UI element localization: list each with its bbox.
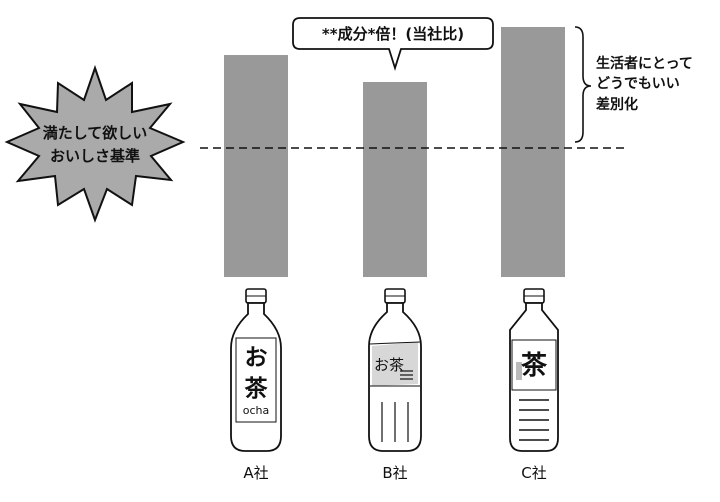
bar-c (501, 27, 565, 277)
company-label-c: C社 (521, 464, 546, 482)
bars (224, 27, 565, 277)
difference-brace: 生活者にとって どうでもいい 差別化 (574, 26, 693, 143)
standard-burst: 満たして欲しい おいしさ基準 (4, 64, 186, 223)
burst-shape (4, 64, 186, 223)
brace-icon (574, 26, 592, 143)
callout-text: **成分*倍！(当社比) (322, 25, 464, 43)
callout-shape (292, 17, 494, 71)
bottle-c-label-accent (516, 362, 522, 380)
brace-label-line2: どうでもいい (596, 76, 680, 92)
brace-label-line1: 生活者にとって (596, 55, 693, 72)
bottle-c-ribs (519, 399, 549, 441)
company-label-b: B社 (382, 464, 407, 482)
burst-label-line1: 満たして欲しい (43, 124, 148, 142)
burst-label-line2: おいしさ基準 (50, 147, 140, 165)
bar-b (363, 82, 427, 277)
bottle-a-text-2: 茶 (245, 376, 269, 402)
bottle-c: 茶 (509, 288, 559, 452)
bar-a (224, 55, 288, 277)
bottle-a-subtext: ocha (243, 404, 270, 417)
brace-label-line3: 差別化 (596, 96, 638, 113)
company-label-a: A社 (243, 464, 268, 482)
callout-bubble: **成分*倍！(当社比) (292, 17, 494, 71)
bottle-a-text-1: お (245, 345, 268, 371)
bottle-b-text: お茶 (374, 356, 404, 374)
bottle-c-text: 茶 (521, 351, 548, 381)
bottle-b: お茶 (368, 288, 422, 452)
bottle-a: お 茶 ocha (230, 288, 282, 452)
bottle-a-label (235, 337, 277, 423)
